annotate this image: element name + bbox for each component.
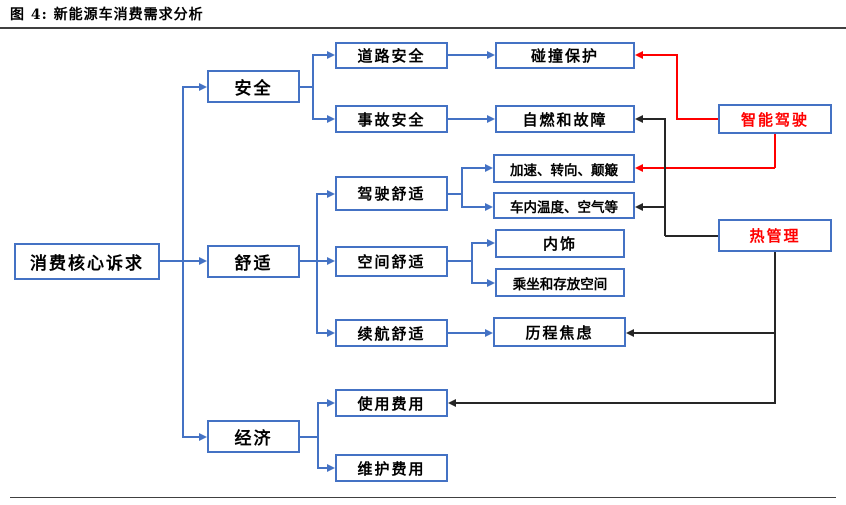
node-seating-storage: 乘坐和存放空间 — [495, 268, 625, 297]
connector-segment — [300, 86, 314, 88]
bottom-rule — [10, 497, 836, 498]
arrowhead-icon — [487, 114, 495, 123]
connector-segment — [312, 118, 328, 120]
arrowhead-icon — [485, 202, 493, 211]
node-collision-protection: 碰撞保护 — [495, 42, 635, 69]
connector-segment — [160, 260, 200, 262]
arrowhead-icon — [635, 114, 643, 123]
connector-segment — [183, 436, 200, 438]
arrowhead-icon — [327, 463, 335, 472]
arrowhead-icon — [327, 50, 335, 59]
thermal-line — [455, 402, 775, 404]
smart-driving-line — [642, 54, 677, 56]
connector-segment — [317, 467, 328, 469]
thermal-line — [774, 252, 776, 404]
connector-segment — [461, 167, 486, 169]
arrowhead-icon — [327, 398, 335, 407]
connector-segment — [183, 86, 200, 88]
connector-segment — [471, 242, 473, 284]
connector-segment — [316, 193, 328, 195]
connector-segment — [471, 282, 488, 284]
connector-segment — [317, 402, 328, 404]
arrowhead-icon — [487, 278, 495, 287]
node-thermal-management: 热管理 — [718, 219, 832, 252]
thermal-line — [665, 235, 718, 237]
connector-segment — [448, 54, 488, 56]
connector-segment — [448, 193, 462, 195]
connector-segment — [300, 436, 318, 438]
connector-segment — [448, 118, 488, 120]
connector-segment — [448, 260, 472, 262]
node-mileage-anxiety: 历程焦虑 — [493, 317, 626, 347]
node-accident-safety: 事故安全 — [335, 105, 448, 133]
arrowhead-icon — [199, 256, 207, 265]
node-driving-comfort: 驾驶舒适 — [335, 176, 448, 211]
thermal-line — [642, 118, 665, 120]
arrowhead-icon — [635, 202, 643, 211]
arrowhead-icon — [199, 82, 207, 91]
arrowhead-icon — [448, 398, 456, 407]
node-safety: 安全 — [207, 70, 300, 103]
node-usage-cost: 使用费用 — [335, 389, 448, 417]
connector-segment — [300, 260, 328, 262]
arrowhead-icon — [635, 163, 643, 172]
node-road-safety: 道路安全 — [335, 42, 448, 69]
arrowhead-icon — [327, 114, 335, 123]
node-cabin-temp-air: 车内温度、空气等 — [493, 192, 635, 219]
connector-segment — [461, 167, 463, 208]
smart-driving-line — [676, 54, 678, 120]
connector-segment — [312, 54, 328, 56]
connector-segment — [448, 332, 486, 334]
arrowhead-icon — [626, 328, 634, 337]
figure-title: 图 4: 新能源车消费需求分析 — [10, 7, 204, 23]
arrowhead-icon — [487, 50, 495, 59]
node-maintenance-cost: 维护费用 — [335, 454, 448, 482]
smart-driving-line — [676, 118, 718, 120]
node-root: 消费核心诉求 — [14, 243, 160, 280]
connector-segment — [316, 332, 328, 334]
node-accel-steering-bump: 加速、转向、颠簸 — [493, 154, 635, 183]
connector-segment — [316, 193, 318, 334]
arrowhead-icon — [327, 189, 335, 198]
thermal-line — [633, 332, 775, 334]
smart-driving-line — [774, 134, 776, 168]
connector-segment — [182, 86, 184, 438]
node-range-comfort: 续航舒适 — [335, 319, 448, 347]
node-smart-driving: 智能驾驶 — [718, 104, 832, 134]
thermal-line — [664, 118, 666, 236]
connector-segment — [312, 54, 314, 120]
arrowhead-icon — [327, 256, 335, 265]
arrowhead-icon — [485, 328, 493, 337]
node-economy: 经济 — [207, 420, 300, 453]
arrowhead-icon — [635, 50, 643, 59]
arrowhead-icon — [485, 163, 493, 172]
node-fire-and-failure: 自燃和故障 — [495, 105, 635, 133]
node-interior-trim: 内饰 — [495, 229, 625, 258]
node-comfort: 舒适 — [207, 245, 300, 278]
smart-driving-line — [642, 167, 775, 169]
arrowhead-icon — [327, 328, 335, 337]
title-rule — [0, 27, 846, 29]
thermal-line — [642, 206, 665, 208]
node-space-comfort: 空间舒适 — [335, 246, 448, 277]
connector-segment — [461, 206, 486, 208]
connector-segment — [471, 242, 488, 244]
arrowhead-icon — [487, 238, 495, 247]
connector-segment — [317, 402, 319, 469]
arrowhead-icon — [199, 432, 207, 441]
